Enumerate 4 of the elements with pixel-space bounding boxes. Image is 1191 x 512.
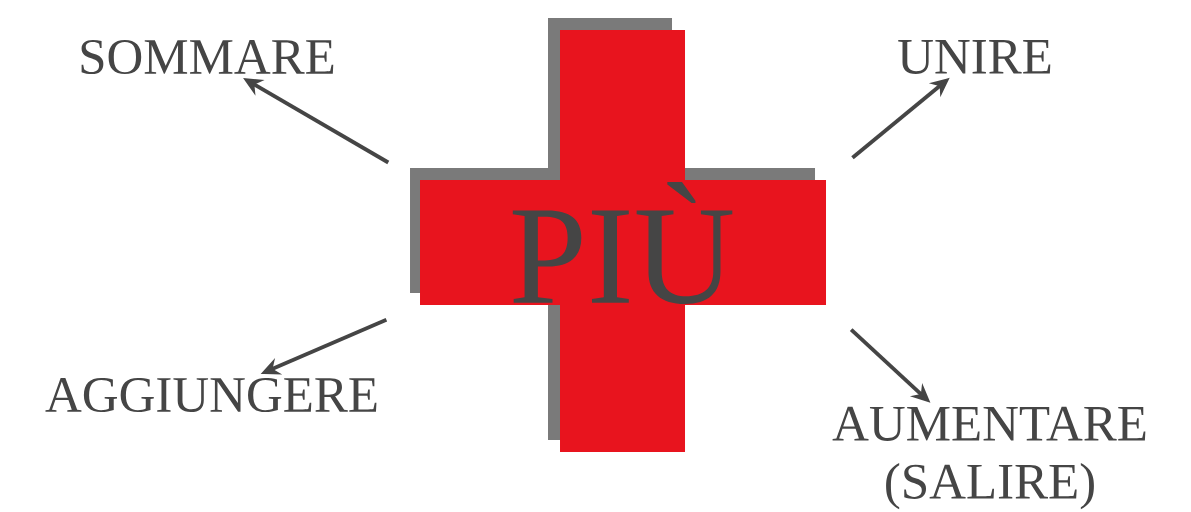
word-label: AUMENTARE (SALIRE): [832, 406, 1146, 510]
word-label: UNIRE: [898, 40, 1051, 74]
word-label: AGGIUNGERE: [45, 377, 377, 413]
word-label: SOMMARE: [81, 39, 334, 75]
